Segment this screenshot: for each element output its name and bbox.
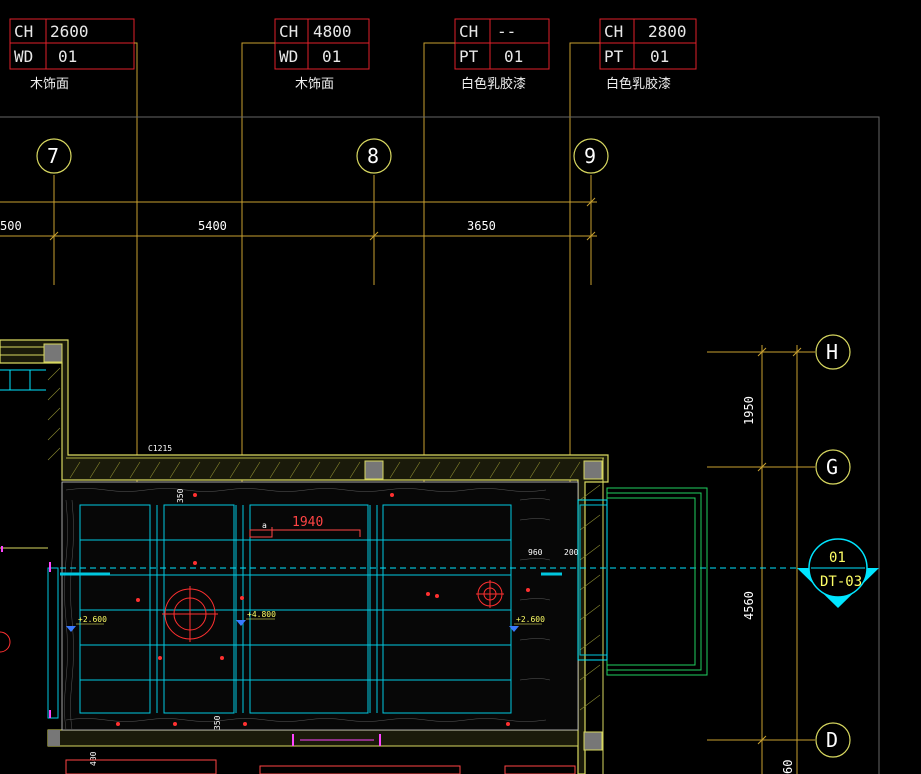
grid-bubble-D: D xyxy=(815,722,851,758)
tag-leader-lines xyxy=(134,42,600,570)
grid-bubble-9: 9 xyxy=(573,138,609,174)
grid-label-G: G xyxy=(826,455,838,479)
dim-60: 60 xyxy=(781,760,795,774)
dim-350-bottom: 350 xyxy=(213,715,222,730)
tag-2-material: 木饰面 xyxy=(295,77,334,92)
tag-1-material: 木饰面 xyxy=(30,77,69,92)
dim-200: 200 xyxy=(564,548,579,557)
tag-3-val2: 01 xyxy=(504,47,523,66)
pipe-markers xyxy=(0,546,381,746)
dim-5400: 5400 xyxy=(198,219,227,233)
level-mark-left: +2.600 xyxy=(66,615,107,632)
dim-960: 960 xyxy=(528,548,543,557)
material-tag-1: CH 2600 WD 01 木饰面 xyxy=(9,18,135,92)
tag-3-material: 白色乳胶漆 xyxy=(461,76,526,92)
dim-350-top: 350 xyxy=(176,488,185,503)
grid-label-7: 7 xyxy=(47,144,59,168)
tag-1-val2: 01 xyxy=(58,47,77,66)
tag-2-key2: WD xyxy=(279,47,298,66)
dim-400: 400 xyxy=(89,751,98,766)
level-mid-text: +4.800 xyxy=(247,610,276,619)
door-swing-left xyxy=(0,631,11,653)
grid-bubble-H: H xyxy=(815,334,851,370)
material-tag-4: CH 2800 PT 01 白色乳胶漆 xyxy=(599,18,697,92)
tag-3-key2: PT xyxy=(459,47,479,66)
level-right-text: +2.600 xyxy=(516,615,545,624)
level-mark-mid: +4.800 xyxy=(236,610,276,626)
wall-tag-c1215: C1215 xyxy=(148,444,172,453)
dim-1950: 1950 xyxy=(742,396,756,425)
tag-3-key1: CH xyxy=(459,22,478,41)
tag-3-val1: -- xyxy=(497,22,516,41)
grid-label-9: 9 xyxy=(584,144,596,168)
grid-row-axes xyxy=(707,345,815,774)
wall-hatch xyxy=(47,367,601,711)
grid-label-H: H xyxy=(826,340,838,364)
tag-2-val2: 01 xyxy=(322,47,341,66)
grid-bubble-8: 8 xyxy=(356,138,392,174)
tag-4-val2: 01 xyxy=(650,47,669,66)
grid-label-8: 8 xyxy=(367,144,379,168)
grid-bubble-G: G xyxy=(815,449,851,485)
tag-4-val1: 2800 xyxy=(648,22,687,41)
sheet-frame xyxy=(0,116,880,774)
section-sheet: DT-03 xyxy=(820,574,862,590)
level-mark-right: +2.600 xyxy=(509,615,545,632)
ceiling-grid xyxy=(47,504,608,719)
mark-a: a xyxy=(262,521,267,530)
tag-4-key2: PT xyxy=(604,47,624,66)
lower-room-fragment xyxy=(65,759,576,774)
grid-column-axes xyxy=(0,175,597,285)
light-fixture-small xyxy=(476,580,504,608)
downlight-dots xyxy=(116,493,530,726)
section-number: 01 xyxy=(829,550,846,566)
tag-2-val1: 4800 xyxy=(313,22,352,41)
dim-4560: 4560 xyxy=(742,591,756,620)
tag-1-val1: 2600 xyxy=(50,22,89,41)
walls xyxy=(0,339,609,774)
material-tag-2: CH 4800 WD 01 木饰面 xyxy=(274,18,370,92)
tag-2-key1: CH xyxy=(279,22,298,41)
tag-4-key1: CH xyxy=(604,22,623,41)
material-tag-3: CH -- PT 01 白色乳胶漆 xyxy=(454,18,550,92)
dim-1940: 1940 xyxy=(292,515,323,530)
balcony-outline xyxy=(577,487,708,676)
tag-4-material: 白色乳胶漆 xyxy=(606,76,671,92)
level-left-text: +2.600 xyxy=(78,615,107,624)
grid-label-D: D xyxy=(826,728,838,752)
light-fixture-large xyxy=(162,586,218,642)
dim-1940-group: 1940 a xyxy=(249,515,361,538)
tag-1-key1: CH xyxy=(14,22,33,41)
dim-3650: 3650 xyxy=(467,219,496,233)
wood-grain-texture xyxy=(64,488,551,731)
tag-1-key2: WD xyxy=(14,47,33,66)
dim-500: 500 xyxy=(0,219,22,233)
section-marker: 01 DT-03 xyxy=(797,538,879,608)
grid-bubble-7: 7 xyxy=(36,138,72,174)
